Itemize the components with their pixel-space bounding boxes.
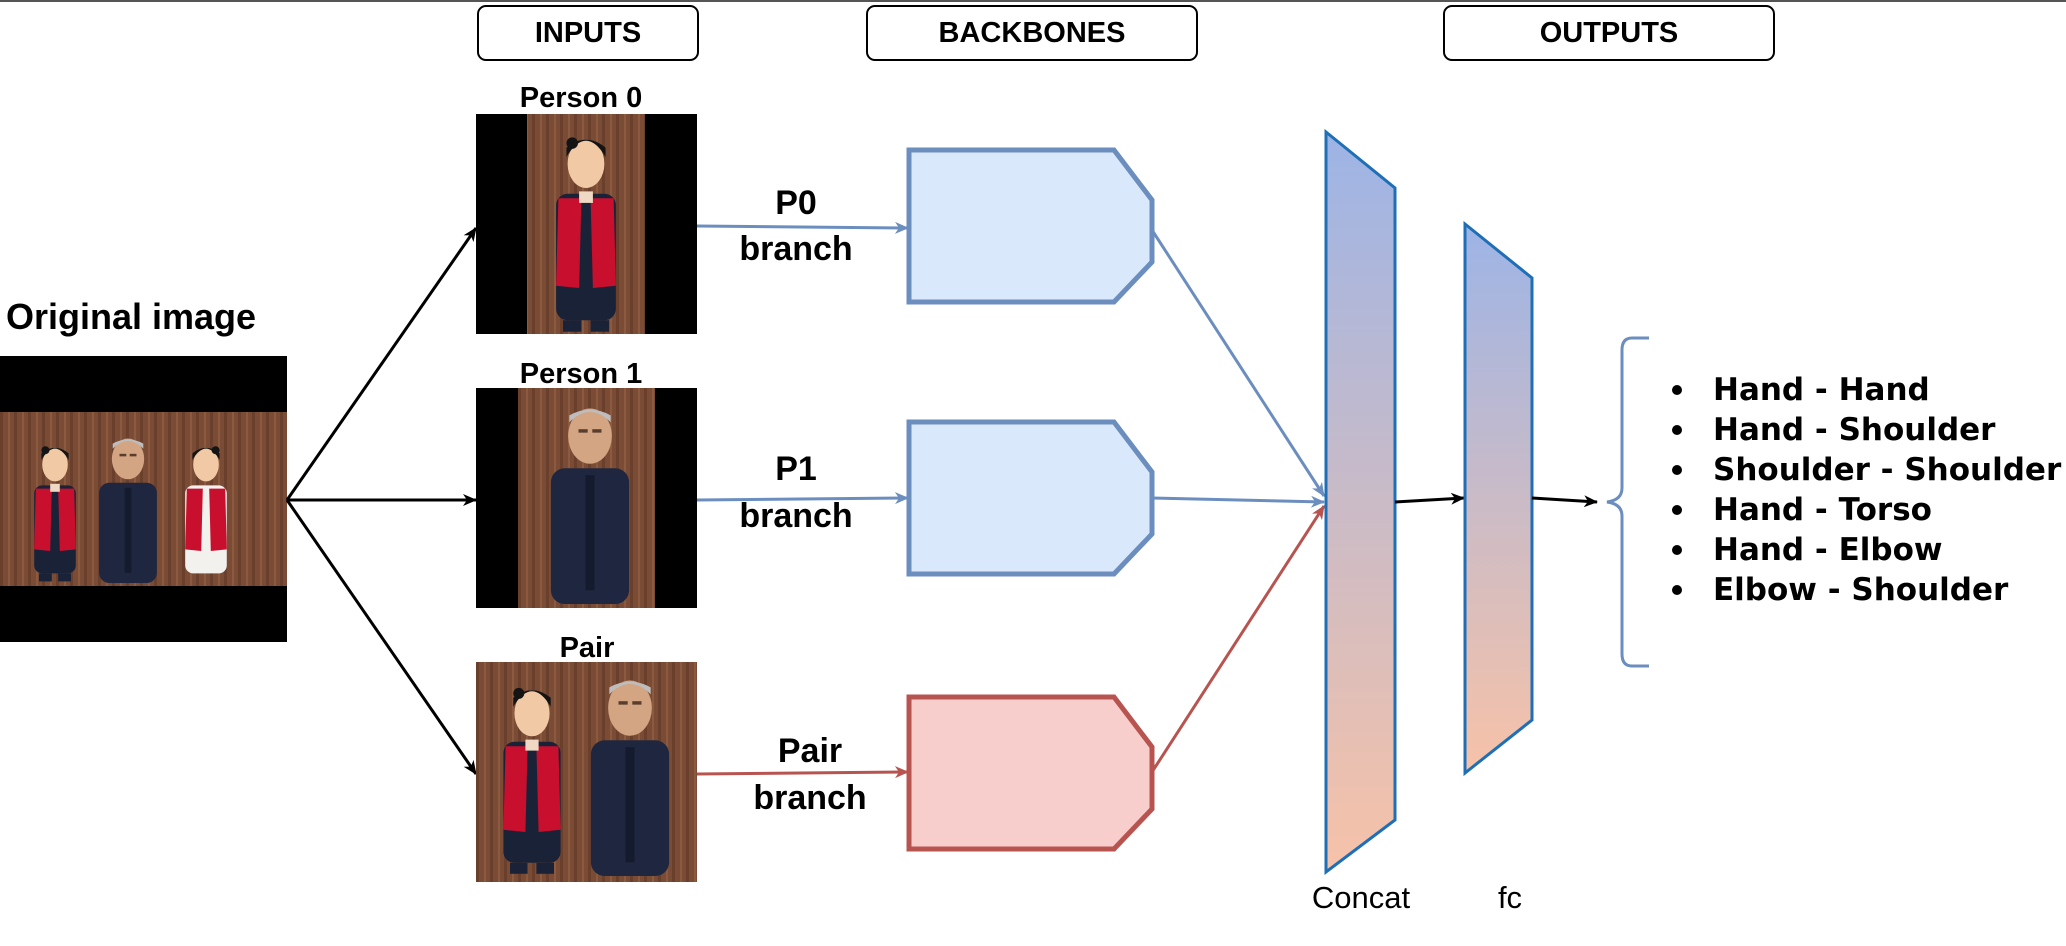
- arrow-to-pair: [285, 499, 478, 775]
- outputs-brace: [1606, 336, 1649, 668]
- pair-crop: [476, 662, 697, 882]
- arrow-to-person0: [285, 227, 478, 501]
- pair-label: Pair: [560, 632, 615, 664]
- output-list-item: Hand - Elbow: [1672, 532, 1943, 568]
- p1-branch-label-2: branch: [739, 497, 852, 535]
- outputs-header: OUTPUTS: [1443, 5, 1775, 61]
- outputs-header-label: OUTPUTS: [1540, 17, 1679, 49]
- output-item-label: Hand - Torso: [1713, 492, 1932, 528]
- person0-label: Person 0: [520, 82, 643, 114]
- concat-label: Concat: [1312, 880, 1411, 915]
- inputs-header: INPUTS: [477, 5, 699, 61]
- output-item-label: Hand - Shoulder: [1713, 412, 1996, 448]
- output-list-item: Hand - Torso: [1672, 492, 1932, 528]
- p0-backbone: [906, 147, 1155, 305]
- output-item-label: Hand - Elbow: [1713, 532, 1943, 568]
- pair-to-concat-arrow: [1150, 505, 1326, 773]
- backbones-header: BACKBONES: [866, 5, 1198, 61]
- fc-label: fc: [1498, 880, 1522, 915]
- person1-label: Person 1: [520, 358, 643, 390]
- concat-layer: [1324, 128, 1397, 876]
- bullet-icon: [1672, 545, 1682, 555]
- person0-crop: [476, 114, 697, 334]
- original-image-label: Original image: [6, 296, 256, 337]
- concat-to-fc-arrow: [1394, 492, 1465, 505]
- inputs-header-label: INPUTS: [535, 17, 641, 49]
- backbones-header-label: BACKBONES: [939, 17, 1126, 49]
- bullet-icon: [1672, 465, 1682, 475]
- output-list-item: Shoulder - Shoulder: [1672, 452, 2062, 488]
- fc-layer: [1463, 220, 1534, 777]
- fc-to-outputs-arrow: [1531, 495, 1598, 508]
- p1-branch-label-1: P1: [775, 450, 817, 488]
- p1-branch-arrow: [696, 492, 909, 505]
- p1-backbone: [906, 419, 1155, 577]
- bullet-icon: [1672, 385, 1682, 395]
- output-list-item: Hand - Shoulder: [1672, 412, 1996, 448]
- output-item-label: Elbow - Shoulder: [1713, 572, 2009, 608]
- p0-branch-label-2: branch: [739, 230, 852, 268]
- pair-backbone: [906, 694, 1155, 852]
- original-image: [0, 356, 287, 642]
- output-item-label: Hand - Hand: [1713, 372, 1930, 408]
- p0-to-concat-arrow: [1150, 229, 1326, 497]
- person1-crop: [476, 388, 697, 608]
- p1-to-concat-arrow: [1151, 495, 1325, 508]
- bullet-icon: [1672, 505, 1682, 515]
- p0-branch-label-1: P0: [775, 184, 817, 222]
- pair-branch-arrow: [696, 766, 909, 779]
- bullet-icon: [1672, 585, 1682, 595]
- bullet-icon: [1672, 425, 1682, 435]
- output-list-item: Elbow - Shoulder: [1672, 572, 2009, 608]
- output-list-item: Hand - Hand: [1672, 372, 1930, 408]
- pair-branch-label-2: branch: [753, 779, 866, 817]
- output-item-label: Shoulder - Shoulder: [1713, 452, 2062, 488]
- p0-branch-arrow: [696, 221, 909, 234]
- pair-branch-label-1: Pair: [778, 732, 842, 770]
